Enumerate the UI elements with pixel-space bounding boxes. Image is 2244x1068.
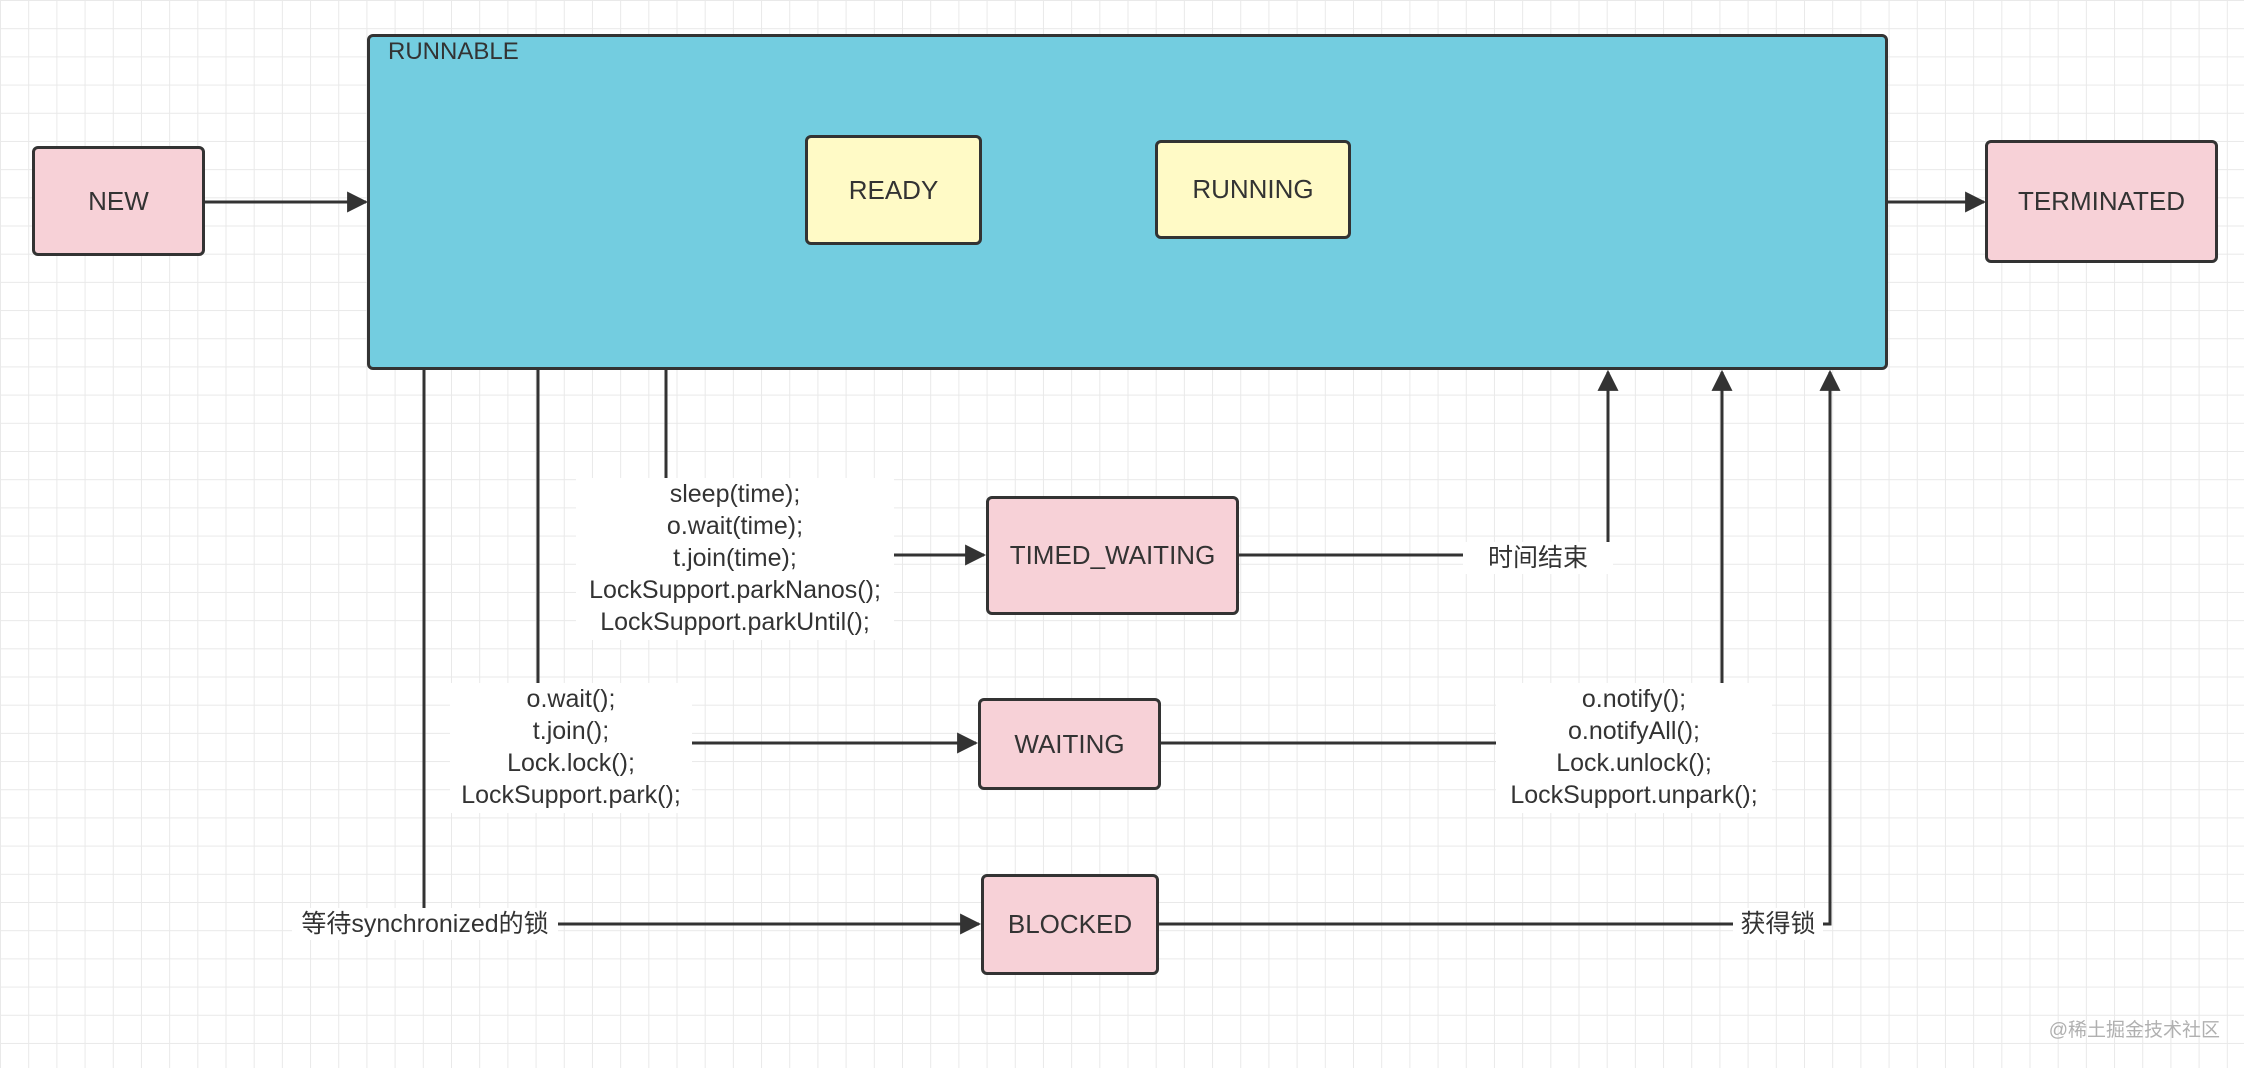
label-line: t.join(); — [532, 717, 610, 745]
state-ready: READY — [805, 135, 982, 245]
runnable-label: RUNNABLE — [388, 38, 519, 65]
arrow-runnable-to-blocked — [422, 370, 982, 935]
label-waiting-conditions: o.wait(); t.join(); Lock.lock(); LockSup… — [450, 683, 692, 813]
label-timed-waiting-conditions: sleep(time); o.wait(time); t.join(time);… — [576, 478, 894, 640]
state-running: RUNNING — [1155, 140, 1351, 239]
label-timed-waiting-exit: 时间结束 — [1463, 542, 1613, 574]
state-new: NEW — [32, 146, 205, 256]
arrow-blocked-to-runnable — [1159, 369, 1841, 926]
state-terminated: TERMINATED — [1985, 140, 2218, 263]
label-line: t.join(time); — [673, 544, 797, 572]
label-line: LockSupport.unpark(); — [1510, 781, 1758, 809]
label-line: LockSupport.park(); — [461, 781, 681, 809]
label-line: sleep(time); — [669, 480, 801, 508]
label-waiting-exit: o.notify(); o.notifyAll(); Lock.unlock()… — [1496, 683, 1772, 813]
state-timed-waiting: TIMED_WAITING — [986, 496, 1239, 615]
label-blocked-exit: 获得锁 — [1733, 908, 1823, 940]
state-waiting: WAITING — [978, 698, 1161, 790]
label-line: LockSupport.parkUntil(); — [600, 608, 870, 636]
label-line: Lock.unlock(); — [1556, 749, 1712, 777]
label-line: o.wait(time); — [666, 512, 804, 540]
label-line: o.notifyAll(); — [1568, 717, 1700, 745]
label-blocked-condition: 等待synchronized的锁 — [292, 908, 558, 940]
state-blocked: BLOCKED — [981, 874, 1159, 975]
arrow-timed-waiting-to-runnable — [1239, 369, 1619, 557]
watermark: @稀土掘金技术社区 — [2048, 1020, 2220, 1041]
label-line: LockSupport.parkNanos(); — [589, 576, 881, 604]
label-line: o.notify(); — [1581, 685, 1687, 713]
label-line: Lock.lock(); — [507, 749, 635, 777]
runnable-state — [367, 34, 1888, 370]
label-line: o.wait(); — [526, 685, 616, 713]
